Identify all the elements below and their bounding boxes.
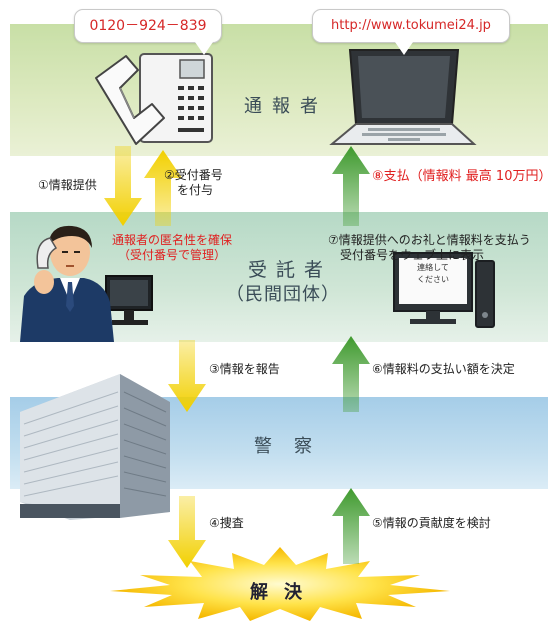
resolution-burst — [110, 547, 450, 621]
step-4-label: ④捜査 — [209, 516, 244, 530]
arrow-down-info-provision — [104, 146, 142, 226]
building-icon — [20, 374, 170, 520]
step-6-label: ⑥情報料の支払い額を決定 — [372, 362, 515, 376]
anonymity-note: 通報者の匿名性を確保 （受付番号で管理） — [112, 233, 232, 263]
trustee-subtitle: （民間団体） — [226, 284, 340, 305]
step-2-label-line1: ②受付番号 — [164, 168, 223, 182]
informant-title: 通報者 — [244, 96, 328, 117]
arrow-down-report — [168, 340, 206, 412]
arrow-up-assign-number — [144, 150, 182, 226]
phone-bubble-tail — [195, 42, 213, 55]
telephone-icon — [95, 53, 213, 145]
laptop-icon — [329, 49, 477, 145]
step-5-label: ⑤情報の貢献度を検討 — [372, 516, 491, 530]
anonymity-note-line2: （受付番号で管理） — [118, 248, 227, 262]
monitor-icon — [393, 252, 495, 328]
resolution-title: 解決 — [250, 582, 318, 603]
monitor-message: 連絡して ください — [405, 262, 461, 286]
arrow-up-evaluate-contribution — [332, 488, 370, 564]
phone-number-bubble: 0120－924－839 — [74, 9, 222, 43]
step-8-label: ⑧支払（情報料 最高 10万円） — [372, 169, 552, 184]
step-7-label-line2: 受付番号をウェブ上に表示 — [340, 248, 485, 262]
step-7-label-line1: ⑦情報提供へのお礼と情報料を支払う — [328, 233, 531, 247]
step-3-label: ③情報を報告 — [209, 362, 280, 376]
anonymity-note-line1: 通報者の匿名性を確保 — [112, 233, 233, 247]
operator-person-icon — [20, 225, 153, 342]
arrow-up-payment — [332, 146, 370, 226]
url-bubble-tail — [395, 42, 413, 55]
step-1-label: ①情報提供 — [38, 178, 97, 192]
trustee-title: 受託者 — [248, 259, 333, 281]
police-title: 警察 — [254, 436, 334, 457]
website-url-bubble: http://www.tokumei24.jp — [312, 9, 510, 43]
arrow-down-investigation — [168, 496, 206, 568]
arrow-up-decide-amount — [332, 336, 370, 412]
step-7-label: ⑦情報提供へのお礼と情報料を支払う 受付番号をウェブ上に表示 — [328, 233, 531, 263]
monitor-message-line1: 連絡して — [417, 263, 449, 272]
monitor-message-line2: ください — [417, 275, 449, 284]
step-2-label-line2: を付与 — [177, 183, 214, 197]
step-2-label: ②受付番号 を付与 — [164, 168, 223, 198]
